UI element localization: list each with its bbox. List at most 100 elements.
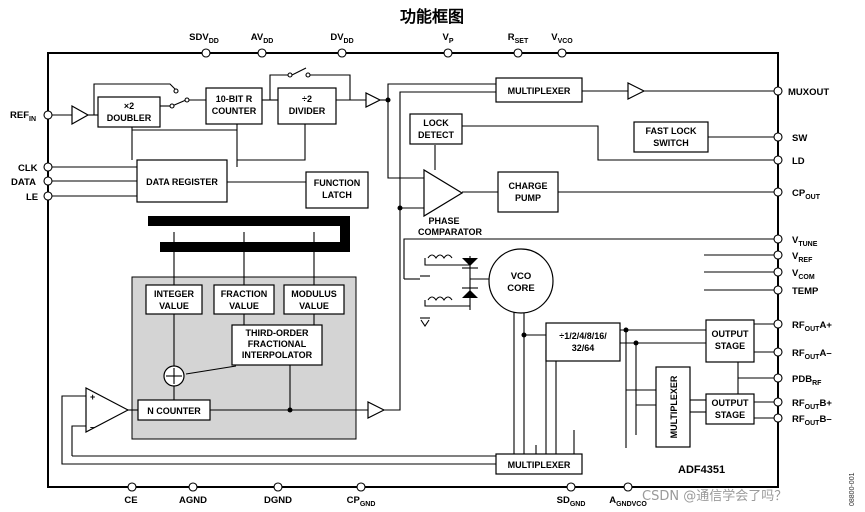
svg-text:FAST LOCK: FAST LOCK xyxy=(646,126,697,136)
csdn-watermark: CSDN @通信学会了吗？ xyxy=(642,488,787,504)
svg-text:LD: LD xyxy=(792,156,805,167)
svg-text:CHARGE: CHARGE xyxy=(508,181,547,191)
phase-comparator-block: PHASE COMPARATOR xyxy=(418,168,482,237)
svg-text:RFOUTA+: RFOUTA+ xyxy=(792,320,832,333)
svg-text:×2: ×2 xyxy=(124,101,134,111)
vco-core-block: VCO CORE xyxy=(488,248,554,314)
output-stage-b-block: OUTPUT STAGE xyxy=(705,393,755,425)
svg-text:INTEGER: INTEGER xyxy=(154,289,195,299)
pin-vp: VP xyxy=(442,32,454,58)
svg-text:OUTPUT: OUTPUT xyxy=(712,329,750,339)
svg-text:SW: SW xyxy=(792,133,807,144)
pin-vvco: VVCO xyxy=(551,32,573,58)
svg-text:DIVIDER: DIVIDER xyxy=(289,106,326,116)
pin-rset: RSET xyxy=(508,32,529,58)
svg-text:TEMP: TEMP xyxy=(792,286,819,297)
pin-clk: CLK xyxy=(18,162,53,174)
pin-sw: SW xyxy=(773,132,807,144)
svg-text:RSET: RSET xyxy=(508,32,529,45)
right-pins: MUXOUT SW LD CPOUT VTUNE VREF VCOM TEMP … xyxy=(773,86,832,427)
pin-sdvdd: SDVDD xyxy=(189,32,219,58)
svg-text:INTERPOLATOR: INTERPOLATOR xyxy=(242,350,313,360)
bottom-pins: CE AGND DGND CPGND SDGND AGNDVCO xyxy=(124,482,647,508)
pin-data: DATA xyxy=(11,176,53,188)
svg-text:PDBRF: PDBRF xyxy=(792,374,822,387)
svg-text:DETECT: DETECT xyxy=(418,130,455,140)
function-latch-block: FUNCTION LATCH xyxy=(305,171,369,209)
svg-text:VALUE: VALUE xyxy=(159,301,189,311)
svg-text:CPGND: CPGND xyxy=(347,495,376,508)
svg-text:FUNCTION: FUNCTION xyxy=(314,178,361,188)
integer-value-block: INTEGER VALUE xyxy=(145,284,203,315)
pin-rfouta-plus: RFOUTA+ xyxy=(773,319,832,333)
svg-text:CE: CE xyxy=(124,495,137,506)
pin-cpgnd: CPGND xyxy=(347,482,376,508)
divider-block: ÷2 DIVIDER xyxy=(277,87,337,125)
svg-text:COMPARATOR: COMPARATOR xyxy=(418,227,482,237)
lock-detect-block: LOCK DETECT xyxy=(409,113,463,145)
svg-text:VP: VP xyxy=(442,32,453,45)
svg-text:MULTIPLEXER: MULTIPLEXER xyxy=(508,86,571,96)
svg-text:AGNDVCO: AGNDVCO xyxy=(609,495,647,508)
svg-text:DOUBLER: DOUBLER xyxy=(107,113,152,123)
multiplexer-vertical-block: MULTIPLEXER xyxy=(655,366,691,448)
svg-text:DGND: DGND xyxy=(264,495,292,506)
svg-text:DATA REGISTER: DATA REGISTER xyxy=(146,177,218,187)
n-counter-block: N COUNTER xyxy=(137,399,211,421)
svg-text:PUMP: PUMP xyxy=(515,193,541,203)
svg-text:THIRD-ORDER: THIRD-ORDER xyxy=(246,328,309,338)
pin-pdbrf: PDBRF xyxy=(773,373,822,387)
svg-text:MULTIPLEXER: MULTIPLEXER xyxy=(669,375,679,438)
svg-text:RFOUTA–: RFOUTA– xyxy=(792,348,832,361)
pin-vref: VREF xyxy=(773,250,813,264)
svg-text:VALUE: VALUE xyxy=(299,301,329,311)
pin-vcom: VCOM xyxy=(773,267,815,281)
left-pins: REFIN CLK DATA LE xyxy=(10,110,53,203)
varactor-diodes xyxy=(420,254,478,327)
svg-text:SDGND: SDGND xyxy=(557,495,586,508)
pin-sdgnd: SDGND xyxy=(557,482,586,508)
svg-text:RFOUTB–: RFOUTB– xyxy=(792,414,832,427)
svg-text:–: – xyxy=(90,422,95,432)
svg-text:VREF: VREF xyxy=(792,251,813,264)
pin-cpout: CPOUT xyxy=(773,187,821,201)
output-stage-a-block: OUTPUT STAGE xyxy=(705,319,755,363)
svg-text:AGND: AGND xyxy=(179,495,207,506)
multiplexer-top-block: MULTIPLEXER xyxy=(495,77,583,103)
op-amp-signs: + – xyxy=(90,392,95,432)
pin-rfouta-minus: RFOUTA– xyxy=(773,347,832,361)
svg-text:FRACTIONAL: FRACTIONAL xyxy=(248,339,307,349)
svg-text:÷2: ÷2 xyxy=(302,94,312,104)
charge-pump-block: CHARGE PUMP xyxy=(497,171,559,213)
pin-dvdd: DVDD xyxy=(330,32,354,58)
svg-text:DATA: DATA xyxy=(11,177,36,188)
svg-text:VALUE: VALUE xyxy=(229,301,259,311)
svg-text:VCO: VCO xyxy=(511,271,532,282)
svg-text:+: + xyxy=(90,392,95,402)
svg-text:SWITCH: SWITCH xyxy=(653,138,689,148)
part-number: ADF4351 xyxy=(678,464,725,476)
svg-text:MUXOUT: MUXOUT xyxy=(788,87,829,98)
multiplexer-bottom-block: MULTIPLEXER xyxy=(495,453,583,475)
svg-text:32/64: 32/64 xyxy=(572,343,595,353)
svg-text:VTUNE: VTUNE xyxy=(792,235,818,248)
interpolator-block: THIRD-ORDER FRACTIONAL INTERPOLATOR xyxy=(231,324,323,366)
svg-text:VCOM: VCOM xyxy=(792,268,815,281)
adder-symbol xyxy=(163,365,185,387)
svg-text:VVCO: VVCO xyxy=(551,32,573,45)
svg-text:PHASE: PHASE xyxy=(428,216,459,226)
pin-muxout: MUXOUT xyxy=(773,86,829,98)
svg-text:OUTPUT: OUTPUT xyxy=(712,398,750,408)
svg-text:DVDD: DVDD xyxy=(330,32,353,45)
svg-text:STAGE: STAGE xyxy=(715,410,745,420)
svg-text:MODULUS: MODULUS xyxy=(291,289,337,299)
modulus-value-block: MODULUS VALUE xyxy=(283,284,345,315)
svg-text:REFIN: REFIN xyxy=(10,110,36,123)
pin-vtune: VTUNE xyxy=(773,234,818,248)
svg-text:CORE: CORE xyxy=(507,283,534,294)
svg-text:AVDD: AVDD xyxy=(251,32,274,45)
svg-text:CLK: CLK xyxy=(18,163,38,174)
svg-text:LATCH: LATCH xyxy=(322,190,352,200)
pin-agndvco: AGNDVCO xyxy=(609,482,647,508)
pin-avdd: AVDD xyxy=(251,32,274,58)
